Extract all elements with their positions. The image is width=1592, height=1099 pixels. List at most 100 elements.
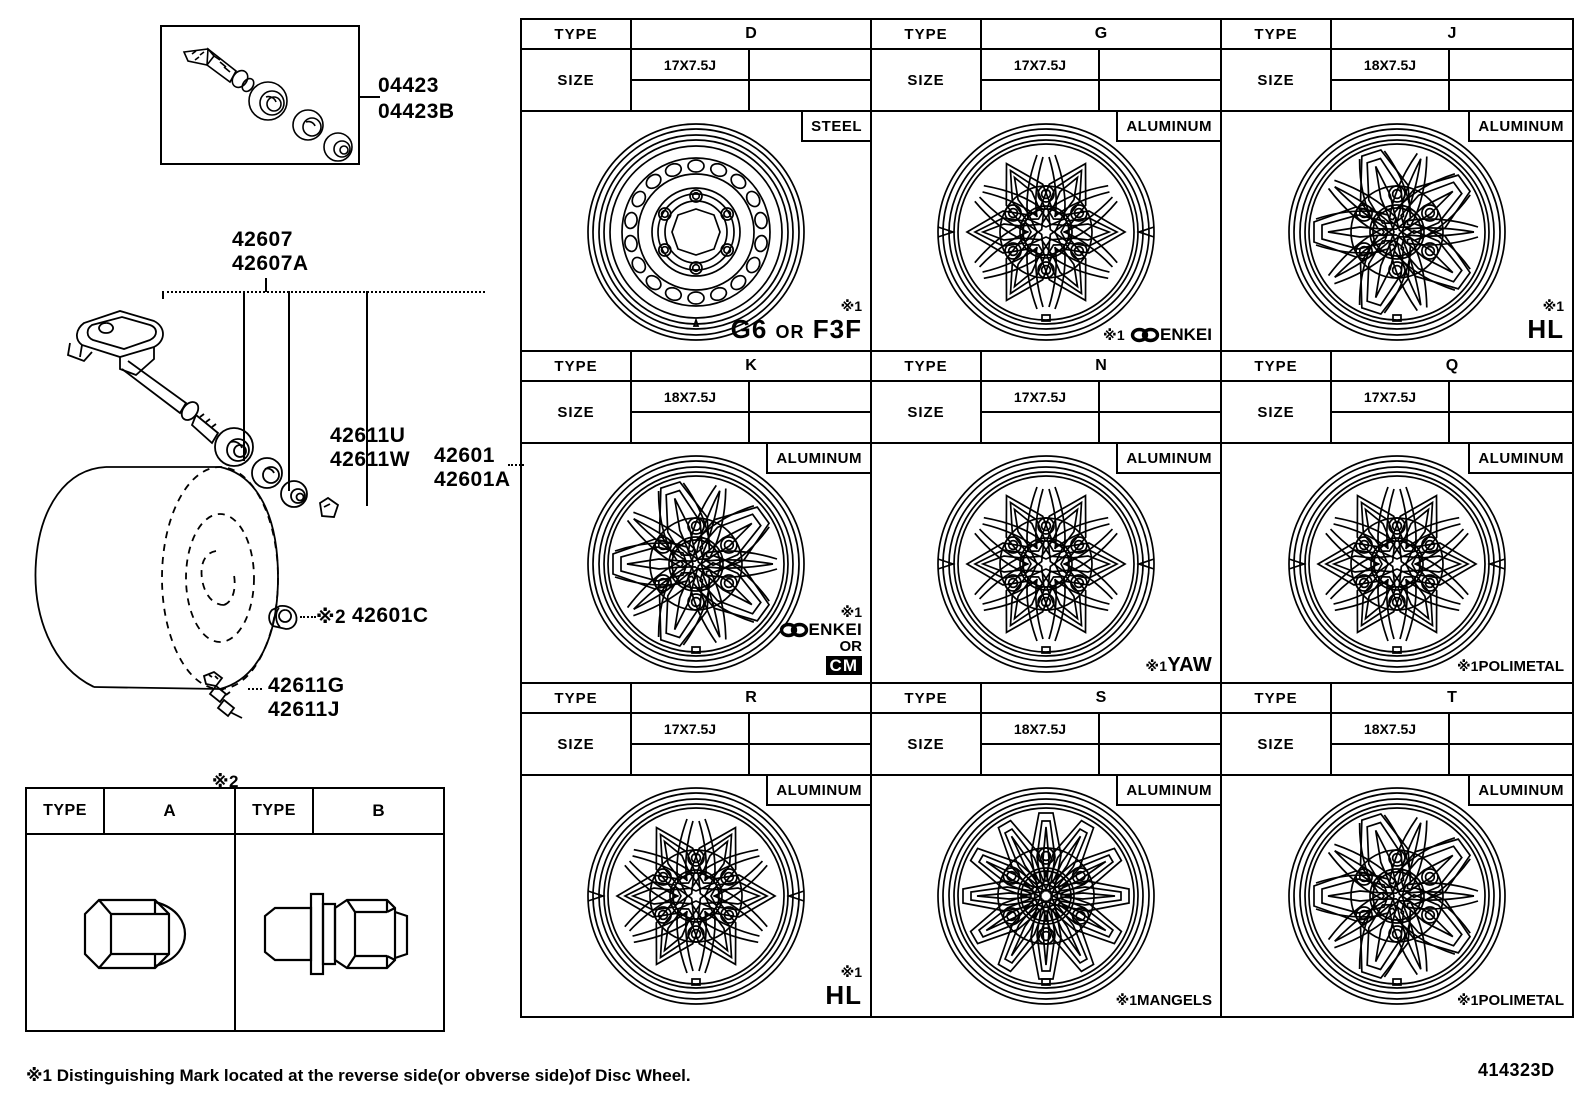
nut-b-header: TYPE B	[236, 789, 443, 835]
tpms-leader-stub	[265, 278, 267, 292]
size-blank	[1100, 50, 1220, 110]
balance-weight-leader	[300, 616, 316, 618]
disc-wheel-leader	[508, 464, 524, 466]
nut-a-header: TYPE A	[27, 789, 234, 835]
size-value-wrap: 18X7.5J	[1332, 714, 1450, 774]
nut-a-body	[27, 835, 234, 1030]
nut-b-type-label: TYPE	[236, 789, 314, 833]
wheel-illustration	[1222, 116, 1572, 348]
size-value-empty	[632, 413, 748, 442]
balance-weight-mark: ※2	[316, 607, 347, 628]
wheel-icon	[1288, 455, 1506, 673]
valve-parts-label-2: 42611W	[330, 448, 411, 471]
size-blank	[1100, 382, 1220, 442]
mark-text: ※1 ENKEI	[1103, 324, 1212, 344]
size-value: 17X7.5J	[982, 50, 1098, 81]
nut-table-mark: ※2	[212, 772, 239, 791]
wheel-illustration	[1222, 448, 1572, 680]
footnote-text: ※1 Distinguishing Mark located at the re…	[26, 1066, 691, 1085]
size-value-empty	[632, 745, 748, 774]
size-value: 18X7.5J	[1332, 50, 1448, 81]
type-value: R	[745, 689, 757, 706]
type-label: TYPE	[1222, 20, 1332, 48]
distinguishing-mark: ※1POLIMETAL	[1457, 992, 1564, 1010]
nut-type-column-a: TYPE A	[27, 789, 236, 1030]
tpms-sensor-icon	[66, 310, 340, 518]
wheel-icon	[587, 787, 805, 1005]
size-blank	[1100, 714, 1220, 774]
nut-type-table: TYPE A TYPE B	[25, 787, 445, 1032]
size-label: SIZE	[872, 714, 982, 774]
size-value-wrap: 18X7.5J	[982, 714, 1100, 774]
valve-kit-leader-dot	[358, 96, 372, 98]
type-label: TYPE	[872, 20, 982, 48]
disc-wheel-label-1: 42601	[434, 444, 495, 467]
size-value-empty	[632, 81, 748, 110]
size-value-empty	[1332, 81, 1448, 110]
mark-note: ※1	[840, 603, 862, 620]
wheel-icon	[587, 123, 805, 341]
material-label: ALUMINUM	[1468, 112, 1572, 142]
mark-text: G6 OR F3F	[730, 313, 862, 344]
size-label: SIZE	[1222, 714, 1332, 774]
size-value: 17X7.5J	[1332, 382, 1448, 413]
mark-note: ※1	[840, 964, 862, 981]
size-value: 18X7.5J	[982, 714, 1098, 745]
size-value: 17X7.5J	[632, 714, 748, 745]
type-label: TYPE	[872, 684, 982, 712]
wheel-illustration	[872, 780, 1220, 1012]
material-label: ALUMINUM	[1116, 444, 1220, 474]
wheel-icon	[937, 787, 1155, 1005]
mark-text: ※1POLIMETAL	[1457, 658, 1564, 676]
type-value: K	[745, 357, 757, 374]
size-value-wrap: 17X7.5J	[632, 50, 750, 110]
type-value: D	[745, 25, 757, 42]
mark-text: ※1YAW	[1145, 653, 1212, 676]
material-label: ALUMINUM	[766, 776, 870, 806]
type-label: TYPE	[522, 20, 632, 48]
valve-kit-label-1: 04423	[378, 74, 439, 97]
material-label: STEEL	[801, 112, 870, 142]
bracket-left	[162, 291, 164, 299]
size-label: SIZE	[522, 714, 632, 774]
disc-wheel-outline-icon	[34, 466, 279, 690]
size-blank	[750, 50, 870, 110]
distinguishing-mark: ※1YAW	[1145, 654, 1212, 676]
size-value: 18X7.5J	[632, 382, 748, 413]
distinguishing-mark: ※1POLIMETAL	[1457, 658, 1564, 676]
nut-b-body	[236, 835, 443, 1030]
size-blank	[750, 714, 870, 774]
size-blank	[1450, 382, 1572, 442]
mark-or: OR	[839, 638, 863, 656]
type-label: TYPE	[1222, 684, 1332, 712]
valve-stem-leader	[248, 688, 262, 690]
size-label: SIZE	[872, 382, 982, 442]
type-label: TYPE	[522, 352, 632, 380]
valve-stem-label-1: 42611G	[268, 674, 345, 697]
closed-lug-nut-icon	[83, 898, 186, 969]
enkei-logo-icon	[1130, 327, 1160, 343]
size-value-wrap: 18X7.5J	[632, 382, 750, 442]
nut-type-column-b: TYPE B	[236, 789, 443, 1030]
disc-wheel-label-2: 42601A	[434, 468, 511, 491]
type-value: S	[1095, 689, 1107, 706]
size-value: 17X7.5J	[982, 382, 1098, 413]
mark-note: ※1	[840, 298, 862, 315]
